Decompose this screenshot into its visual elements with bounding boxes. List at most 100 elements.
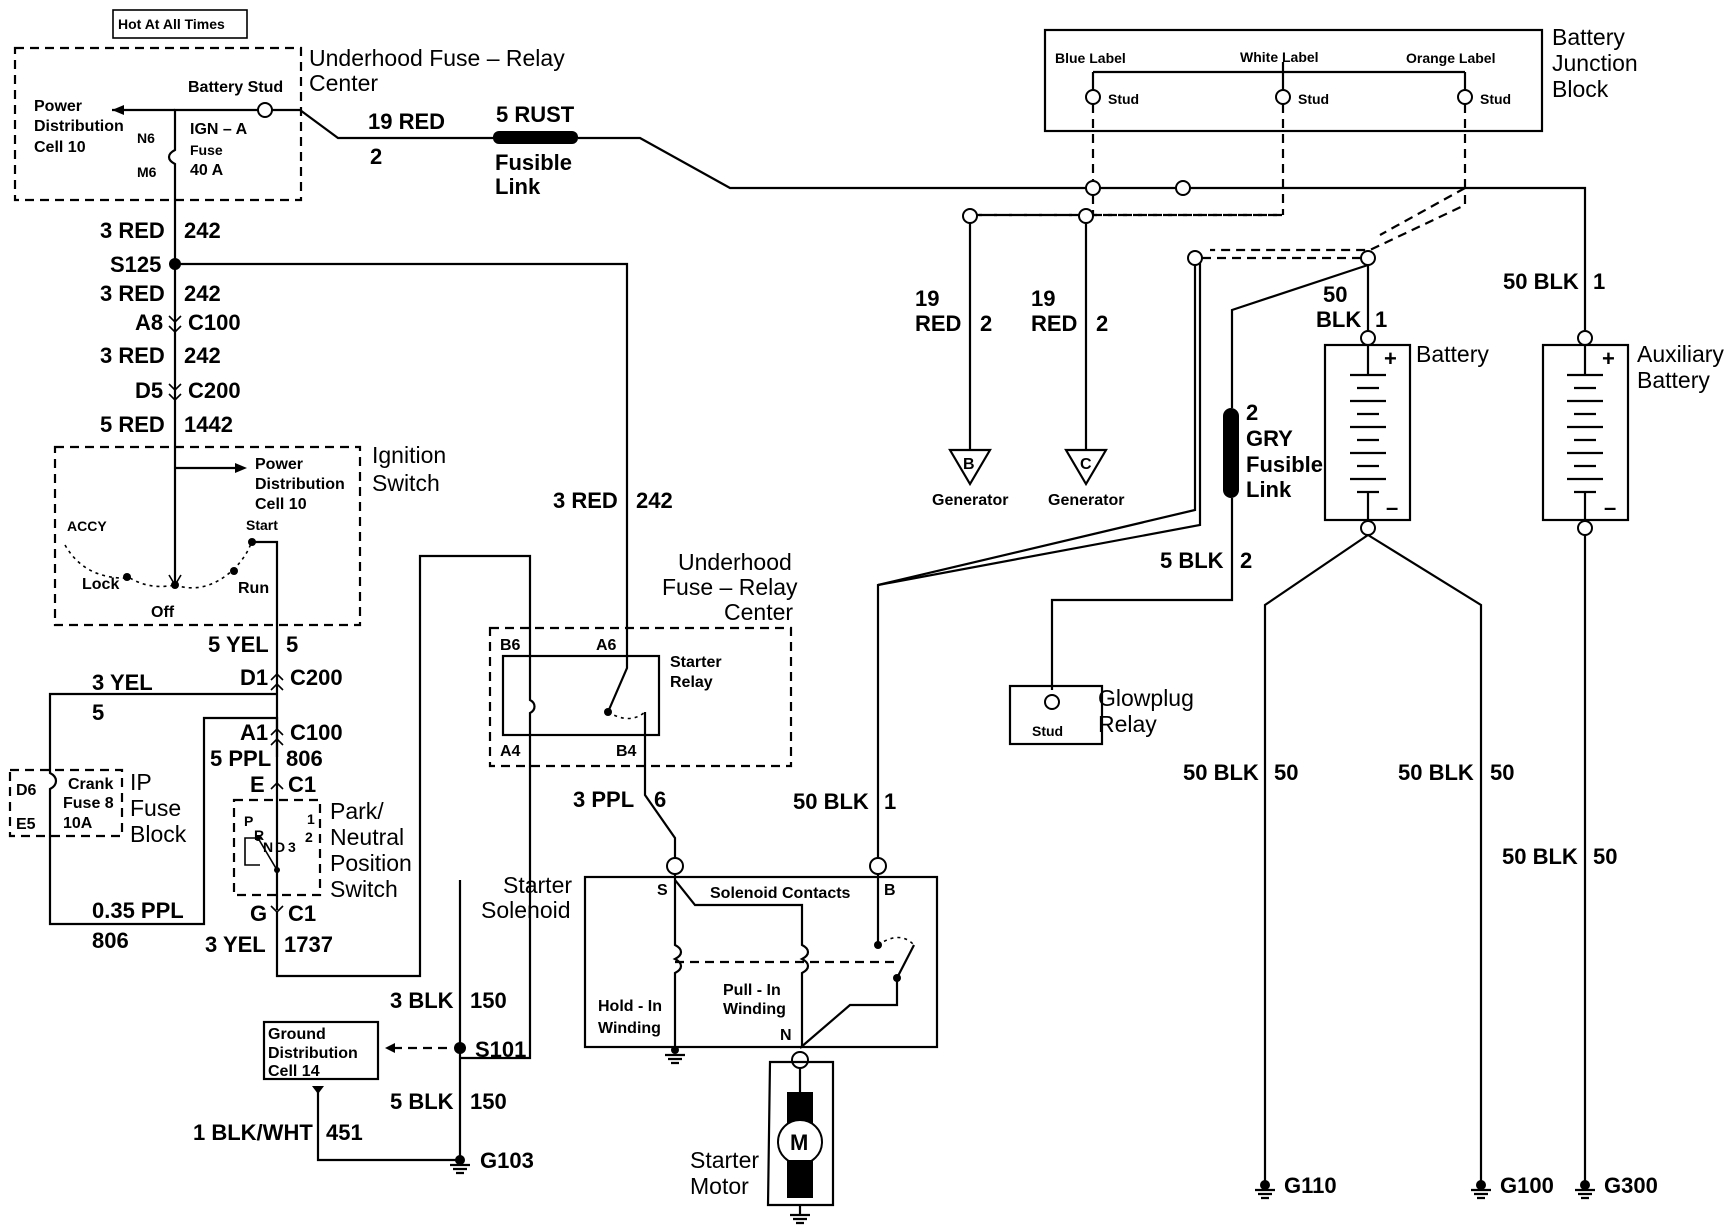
pull-in-1: Pull - In — [723, 982, 781, 999]
uhfr-title-1: Underhood Fuse – Relay — [309, 45, 565, 71]
pd-label-2: Distribution — [34, 118, 124, 135]
battery-cells-icon — [1567, 345, 1603, 520]
ground-icon — [1575, 1180, 1595, 1200]
bat-1: 1 — [1375, 307, 1387, 332]
motor-title-2: Motor — [690, 1173, 749, 1199]
conn-c200-a: C200 — [188, 378, 241, 403]
aux-label-2: Battery — [1637, 367, 1710, 393]
wire-242-relay: 242 — [636, 488, 673, 513]
terminal-motor — [791, 1051, 809, 1069]
relay-box-title-3: Center — [724, 599, 793, 625]
conn-c100-b: C100 — [290, 720, 343, 745]
arrow-icon — [112, 105, 124, 115]
connector-icon — [168, 383, 182, 402]
g100-50: 50 — [1490, 760, 1514, 785]
relay-switch-icon — [606, 640, 647, 760]
fuse-label-3: 40 A — [190, 162, 224, 179]
generator-b: B Generator — [932, 448, 1008, 509]
jb-title-1: Battery — [1552, 24, 1625, 50]
gd-line-2: Distribution — [268, 1045, 358, 1062]
pd-label-1: Power — [34, 98, 82, 115]
g300-50: 50 — [1593, 844, 1617, 869]
conn-d5: D5 — [135, 378, 163, 403]
fusible-link-label-1: Fusible — [495, 150, 572, 175]
wire-5yel-num: 5 — [286, 632, 298, 657]
ground-icon — [450, 1155, 470, 1175]
ign-pd-3: Cell 10 — [255, 496, 307, 513]
park-neutral-switch: P R N D 3 2 1 Park/ Neutral Position Swi… — [232, 798, 412, 902]
generator-c: C Generator — [1048, 448, 1124, 509]
battery-junction-block: Battery Junction Block Blue Label White … — [1043, 24, 1638, 133]
wire-5ppl: 5 PPL — [210, 746, 271, 771]
ign-lock: Lock — [82, 576, 119, 593]
aux-50blk: 50 BLK — [1503, 269, 1579, 294]
relay-label-1: Starter — [670, 654, 722, 671]
solenoid-b: B — [884, 882, 896, 899]
conn-c1-a: C1 — [288, 772, 316, 797]
relay-box-title-1: Underhood — [678, 549, 792, 575]
ip-10a: 10A — [63, 815, 93, 832]
wire-5yel: 5 YEL — [208, 632, 269, 657]
ign-off: Off — [151, 604, 175, 621]
pn-title-3: Position — [330, 850, 412, 876]
pull-in-coil-icon — [674, 879, 810, 1048]
wire-035ppl: 0.35 PPL — [92, 898, 184, 923]
ground-g100: G100 — [1500, 1173, 1554, 1198]
glow-title-1: Glowplug — [1098, 685, 1194, 711]
gd-line-3: Cell 14 — [268, 1063, 320, 1080]
connector-icon — [270, 781, 284, 790]
gd-line-1: Ground — [268, 1026, 326, 1043]
arrow-icon — [385, 1043, 395, 1053]
motor-title-1: Starter — [690, 1147, 759, 1173]
pull-in-2: Winding — [723, 1001, 786, 1018]
terminal-s — [666, 857, 684, 875]
conn-c100-a: C100 — [188, 310, 241, 335]
pn-d: D — [275, 839, 285, 855]
gry-num: 2 — [1246, 400, 1258, 425]
ip-fuse-block: D6 E5 Crank Fuse 8 10A IP Fuse Block — [8, 768, 187, 847]
ip-crank: Crank — [68, 776, 113, 793]
wire-242-c: 242 — [184, 343, 221, 368]
bat-blk: BLK — [1316, 307, 1361, 332]
ip-title-3: Block — [130, 821, 187, 847]
conn-c1-b: C1 — [288, 901, 316, 926]
ground-icon — [1471, 1180, 1491, 1200]
gen-b-19: 19 — [915, 286, 939, 311]
ground-icon — [790, 1213, 810, 1225]
pn-3: 3 — [288, 839, 296, 855]
n6-label: N6 — [137, 130, 155, 146]
ip-title-2: Fuse — [130, 795, 181, 821]
relay-coil-icon — [528, 640, 536, 760]
splice-s125-label: S125 — [110, 252, 161, 277]
wire-5blk-glow: 5 BLK — [1160, 548, 1224, 573]
hold-in-coil-icon — [672, 874, 683, 1048]
gry-label: GRY — [1246, 426, 1293, 451]
wire-242-b: 242 — [184, 281, 221, 306]
jb-orange: Orange Label — [1406, 50, 1495, 66]
ign-start: Start — [246, 517, 278, 533]
ip-title-1: IP — [130, 769, 152, 795]
ground-icon — [1255, 1180, 1275, 1200]
connector-icon — [270, 727, 284, 746]
ip-d6: D6 — [16, 782, 37, 799]
aux-label-1: Auxiliary — [1637, 341, 1724, 367]
ign-accy: ACCY — [67, 518, 107, 534]
battery-stud-terminal — [257, 102, 273, 118]
solenoid-title-2: Solenoid — [481, 897, 571, 923]
hold-in-1: Hold - In — [598, 998, 662, 1015]
gen-c-19: 19 — [1031, 286, 1055, 311]
wire-3red-a: 3 RED — [100, 218, 165, 243]
pn-title-1: Park/ — [330, 798, 384, 824]
relay-b6: B6 — [500, 637, 521, 654]
pn-n: N — [263, 839, 273, 855]
fusible-link-label-2: Link — [495, 174, 541, 199]
glowplug-relay: Stud Glowplug Relay — [1008, 684, 1194, 746]
ignition-title-2: Switch — [372, 470, 440, 496]
wire-242-a: 242 — [184, 218, 221, 243]
connector-icon — [168, 315, 182, 334]
pn-2: 2 — [305, 829, 313, 845]
g110-50blk: 50 BLK — [1183, 760, 1259, 785]
pn-1: 1 — [307, 811, 315, 827]
starter-solenoid: S B Solenoid Contacts Hold - In Winding … — [583, 857, 939, 1065]
